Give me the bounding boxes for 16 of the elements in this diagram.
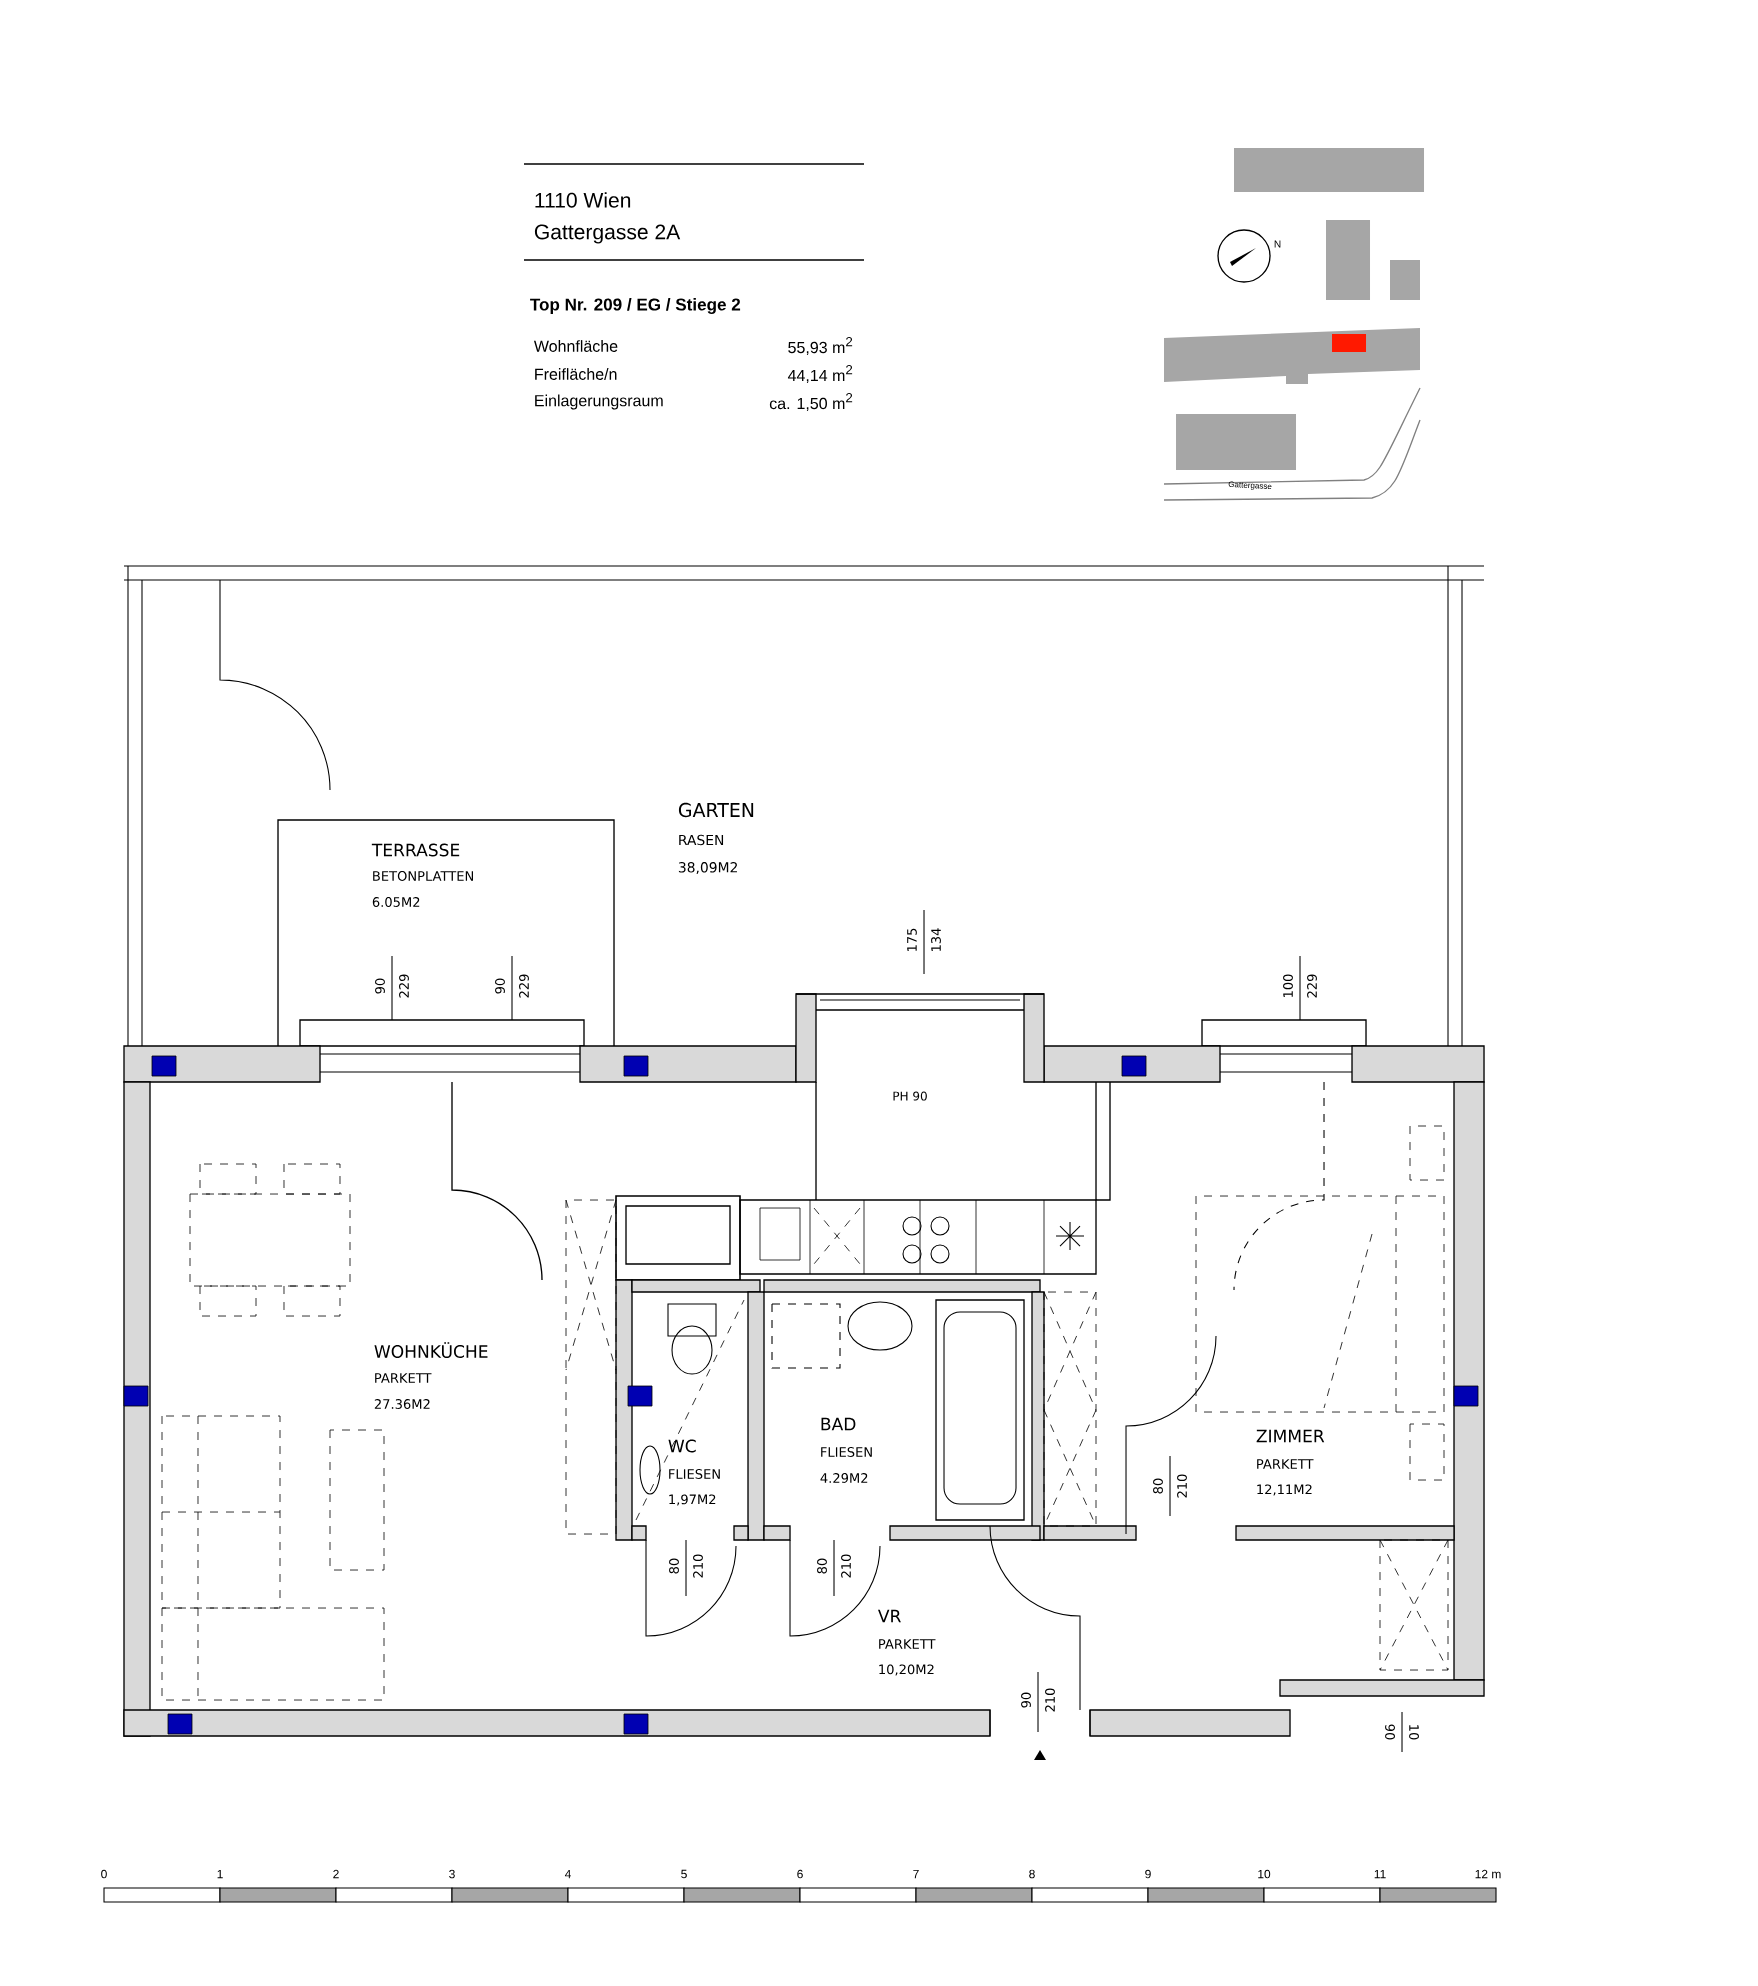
area-label: Freifläche/n (535, 368, 617, 380)
room-name: ZIMMER (1256, 1429, 1325, 1443)
unit-heading: Top Nr. 209 / EG / Stiege 2 (530, 298, 741, 314)
room-name: WOHNKÜCHE (374, 1342, 488, 1358)
area-value: ca. 1,50 m$^{2}$ (769, 392, 853, 412)
room-name: WC (668, 1439, 696, 1453)
area-value: 44,14 m$^{2}$ (787, 364, 853, 384)
room-name: BAD (821, 1417, 856, 1431)
address-text: 1110 Wien (535, 192, 631, 208)
area-value: 55,93 m$^{2}$ (788, 336, 853, 356)
room-name: GARTEN (678, 802, 754, 818)
room-name: TERRASSE (371, 843, 460, 857)
room-name: VR (878, 1609, 901, 1623)
area-label: Wohnfläche (533, 340, 618, 352)
area-label: Einlagerungsraum (535, 394, 663, 410)
address-text: Gattergasse 2A (534, 224, 681, 244)
